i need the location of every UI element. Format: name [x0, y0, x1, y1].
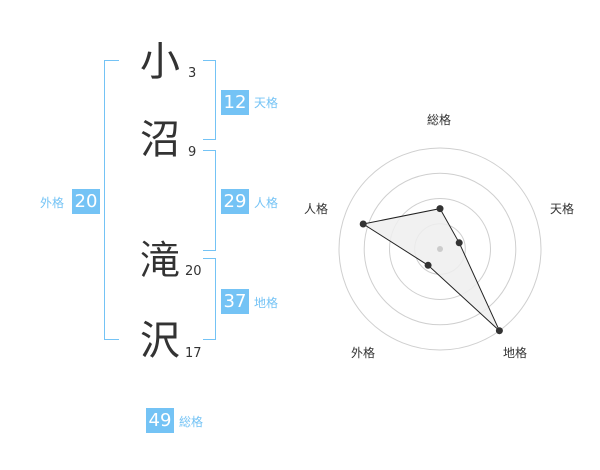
- gaikaku-bracket: [104, 60, 119, 340]
- soukaku-badge: 49: [146, 408, 174, 433]
- chikaku-badge: 37: [221, 289, 249, 314]
- tenkaku-label: 天格: [254, 96, 279, 110]
- gaikaku-badge: 20: [72, 189, 100, 214]
- radar-point-2: [495, 327, 503, 335]
- jinkaku-badge: 29: [221, 189, 249, 214]
- radar-point-0: [436, 205, 444, 213]
- tenkaku-bracket: [203, 60, 216, 140]
- radar-ring-2: [389, 198, 491, 300]
- radar-center-point: [437, 246, 443, 252]
- radar-axis-label-4: 人格: [304, 202, 329, 216]
- jinkaku-label: 人格: [254, 196, 279, 210]
- stroke-count-2: 9: [188, 145, 197, 160]
- radar-ring-3: [363, 172, 517, 326]
- name-char-1: 小: [140, 39, 180, 85]
- stroke-count-3: 20: [185, 264, 202, 279]
- name-char-3: 滝: [140, 238, 180, 284]
- tenkaku-badge: 12: [221, 90, 249, 115]
- radar-grid: [338, 147, 542, 351]
- chikaku-bracket: [203, 258, 216, 340]
- radar-area: [361, 208, 500, 332]
- radar-axis-label-0: 総格: [427, 113, 452, 127]
- chikaku-label: 地格: [254, 296, 279, 310]
- radar-axis-label-1: 天格: [550, 202, 575, 216]
- soukaku-label: 総格: [179, 415, 204, 429]
- radar-point-1: [455, 239, 463, 247]
- name-char-2: 沼: [140, 117, 180, 163]
- name-char-4: 沢: [140, 318, 180, 364]
- stroke-count-1: 3: [188, 66, 197, 81]
- gaikaku-label: 外格: [40, 196, 65, 210]
- radar-ring-4: [338, 147, 542, 351]
- radar-point-4: [359, 220, 367, 228]
- jinkaku-bracket: [203, 150, 216, 251]
- radar-axis-label-3: 外格: [351, 346, 376, 360]
- radar-axis-label-2: 地格: [503, 346, 528, 360]
- radar-point-3: [424, 261, 432, 269]
- stroke-count-4: 17: [185, 346, 202, 361]
